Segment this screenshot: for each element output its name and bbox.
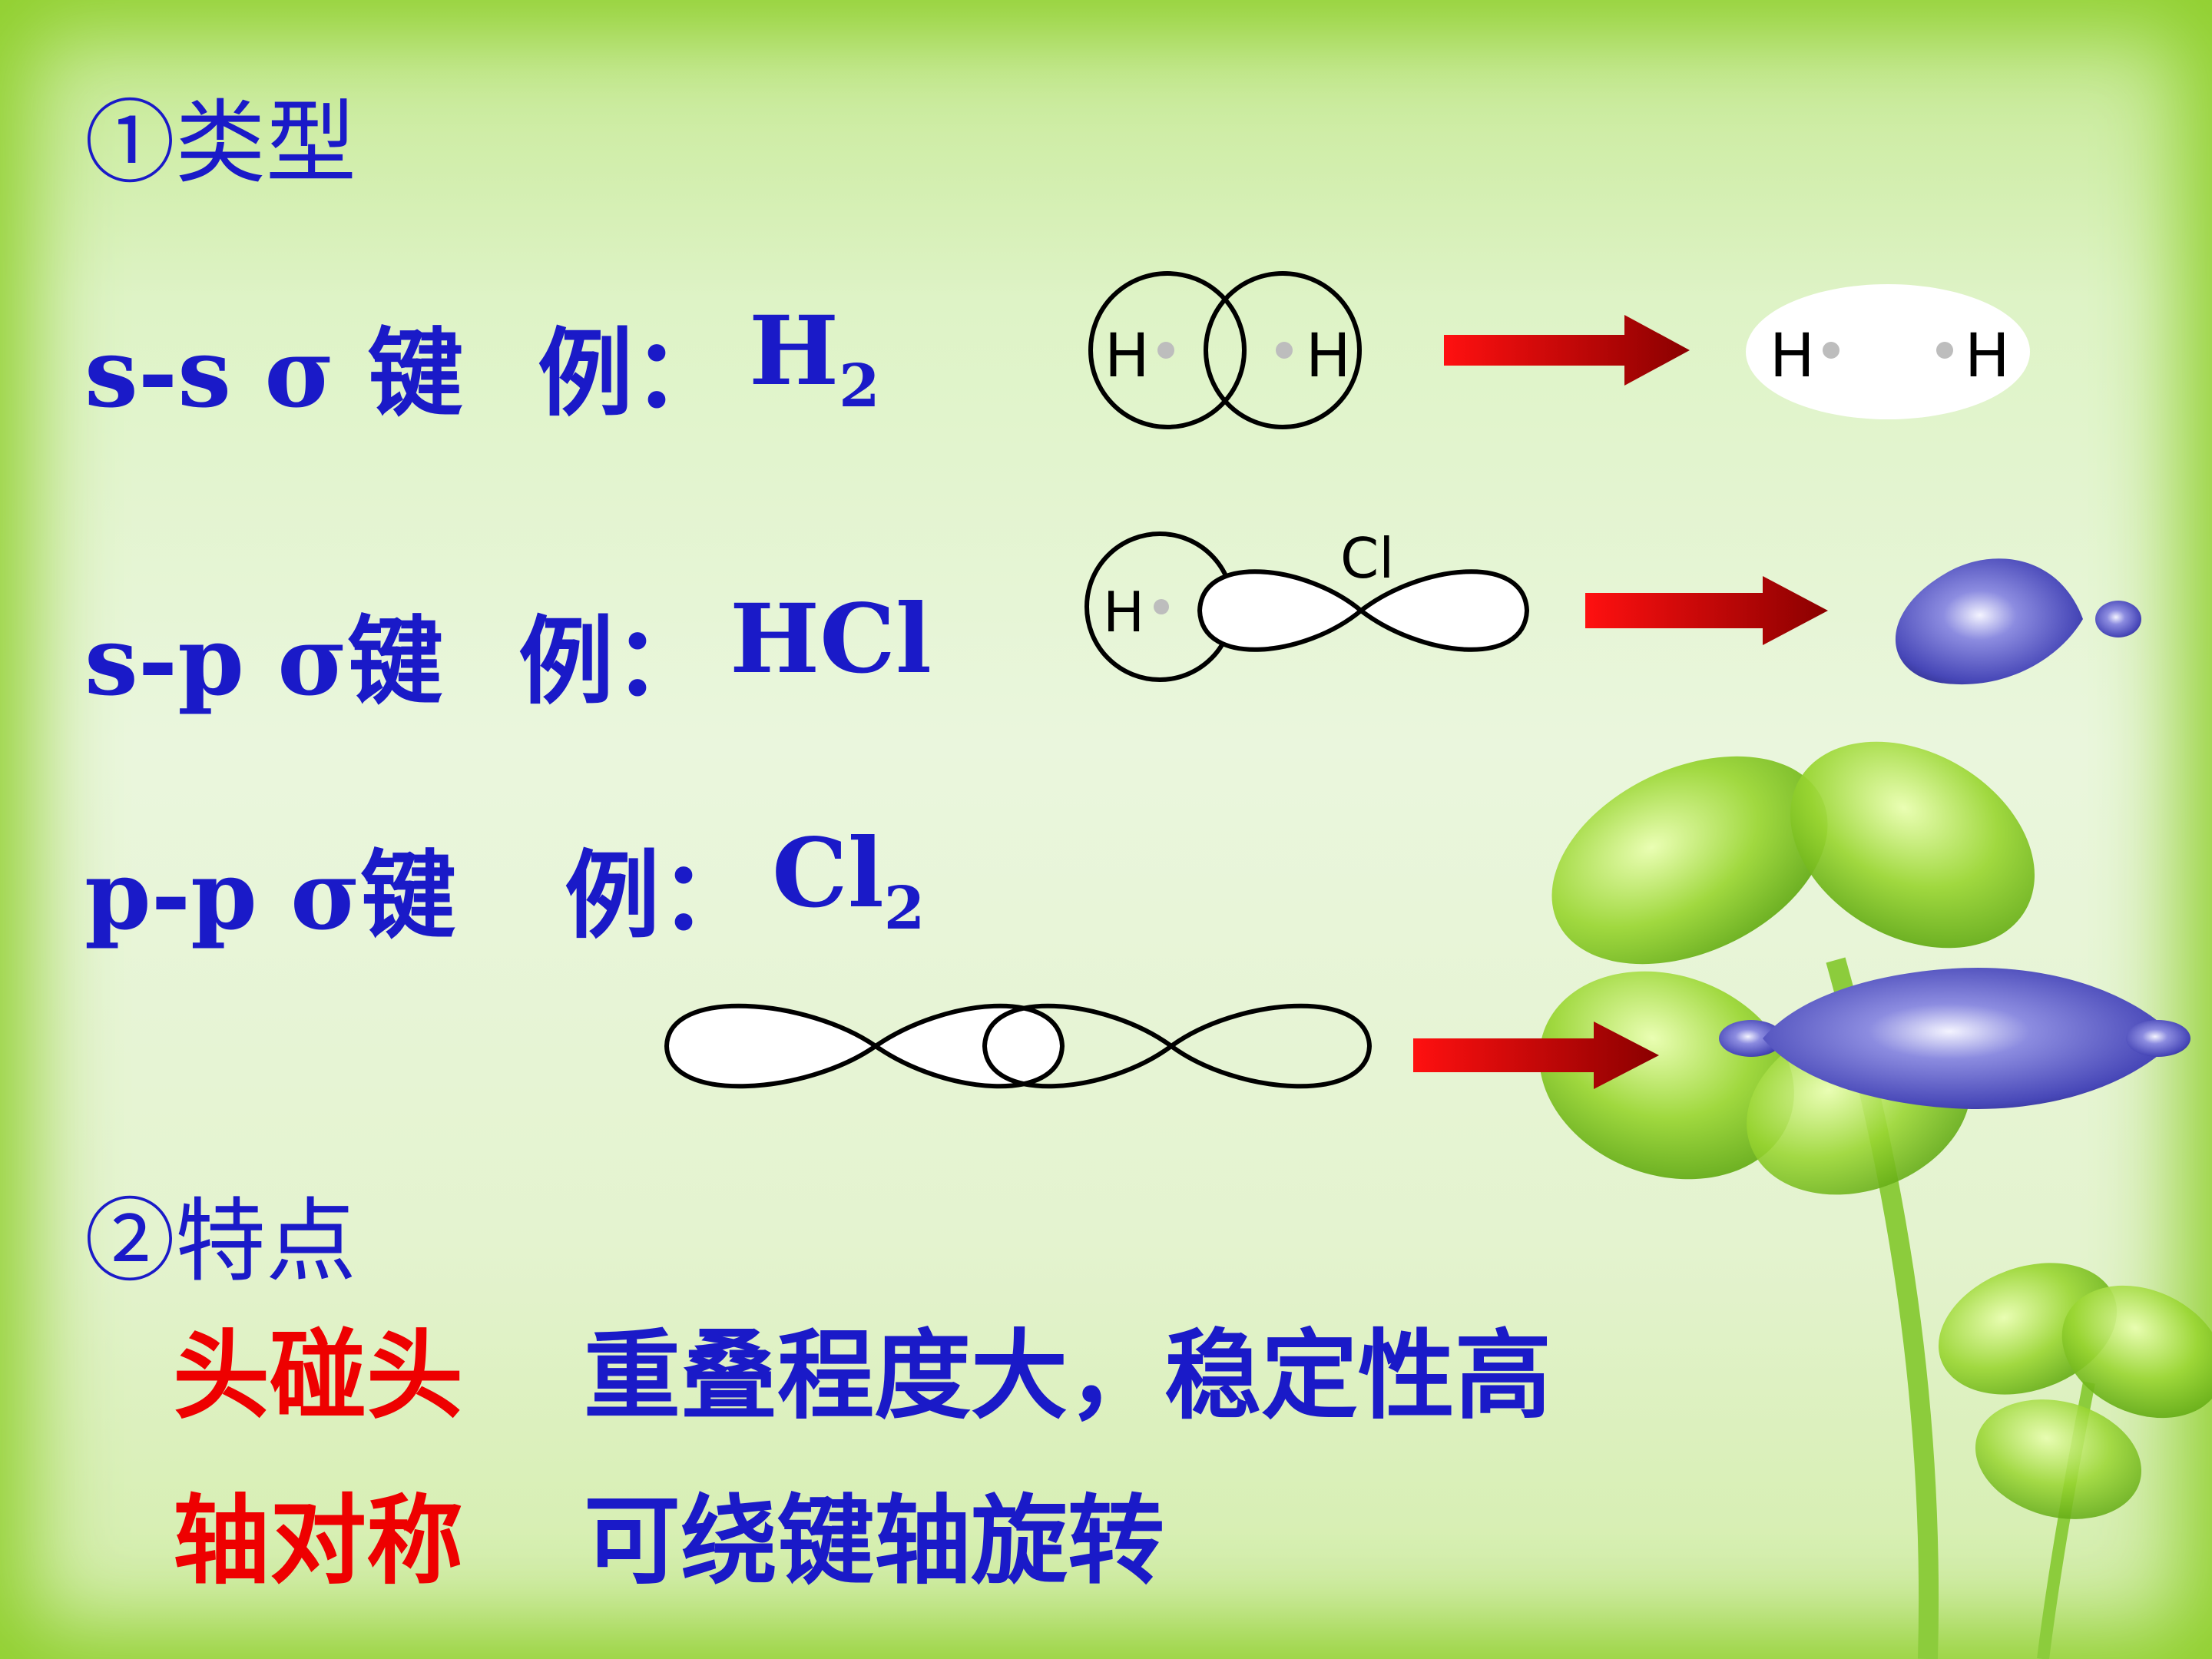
cl-atom-label: Cl: [1340, 526, 1394, 591]
section-feature-heading: ②特点: [84, 1188, 357, 1294]
cl2-small-lobe-left: [1719, 1020, 1783, 1057]
h-atom-label: H: [1103, 580, 1144, 644]
h-atom-label: H: [1306, 322, 1351, 391]
h-s-orbital-left: [1088, 271, 1247, 429]
h-nucleus-dot: [1276, 342, 1293, 359]
cl2-small-lobe-right: [2126, 1020, 2190, 1057]
clover-leaf: [1539, 971, 1794, 1180]
reaction-arrow: [1585, 576, 1828, 645]
ss-formula-main: H: [749, 296, 839, 407]
pp-example-label: 例：: [565, 840, 756, 952]
h-nucleus-dot: [1823, 342, 1839, 359]
ss-bond-label: s-s σ 键: [84, 318, 463, 429]
cl-p-orbital: [1197, 569, 1530, 652]
pp-formula: Cl2: [772, 818, 925, 943]
clover-leaf: [1790, 741, 2035, 949]
h-nucleus-dot: [1157, 342, 1174, 359]
clover-leaf: [2061, 1285, 2212, 1419]
feature-desc-overlap: 重叠程度大，稳定性高: [584, 1320, 1551, 1432]
reaction-arrow: [1444, 315, 1690, 386]
cl2-sigma-bond-orbital: [1763, 968, 2177, 1109]
h-atom-label: H: [1965, 322, 2010, 391]
cl-p-orbital-left: [664, 1003, 1065, 1089]
sp-formula: HCl: [730, 584, 932, 695]
feature-term-axial-symmetry: 轴对称: [173, 1485, 463, 1598]
ss-example-label: 例：: [538, 318, 729, 429]
pp-formula-main: Cl: [772, 818, 884, 929]
reaction-arrow: [1413, 1022, 1659, 1089]
h-s-orbital-right: [1204, 271, 1362, 429]
ss-formula-sub: 2: [839, 352, 880, 422]
ss-formula: H2: [749, 296, 880, 421]
h-atom-label: H: [1104, 322, 1150, 391]
h-nucleus-dot: [1936, 342, 1953, 359]
clover-leaf: [1551, 756, 1828, 965]
pp-formula-sub: 2: [883, 874, 926, 944]
feature-term-head-to-head: 头碰头: [173, 1320, 463, 1432]
clover-leaf: [1975, 1399, 2142, 1519]
h2-sigma-bond-orbital: [1746, 284, 2030, 419]
hcl-small-lobe: [2095, 601, 2141, 637]
pp-bond-label: p-p σ键: [84, 840, 456, 952]
cl-p-orbital-right: [982, 1003, 1373, 1089]
sp-example-label: 例：: [518, 606, 710, 717]
feature-desc-rotation: 可绕键轴旋转: [584, 1485, 1164, 1598]
section-type-heading: ①类型: [84, 90, 357, 196]
h-nucleus-dot: [1154, 599, 1169, 614]
sp-bond-label: s-p σ键: [84, 606, 443, 717]
hcl-sigma-bond-orbital: [1895, 558, 2083, 685]
h-atom-label: H: [1770, 322, 1815, 391]
